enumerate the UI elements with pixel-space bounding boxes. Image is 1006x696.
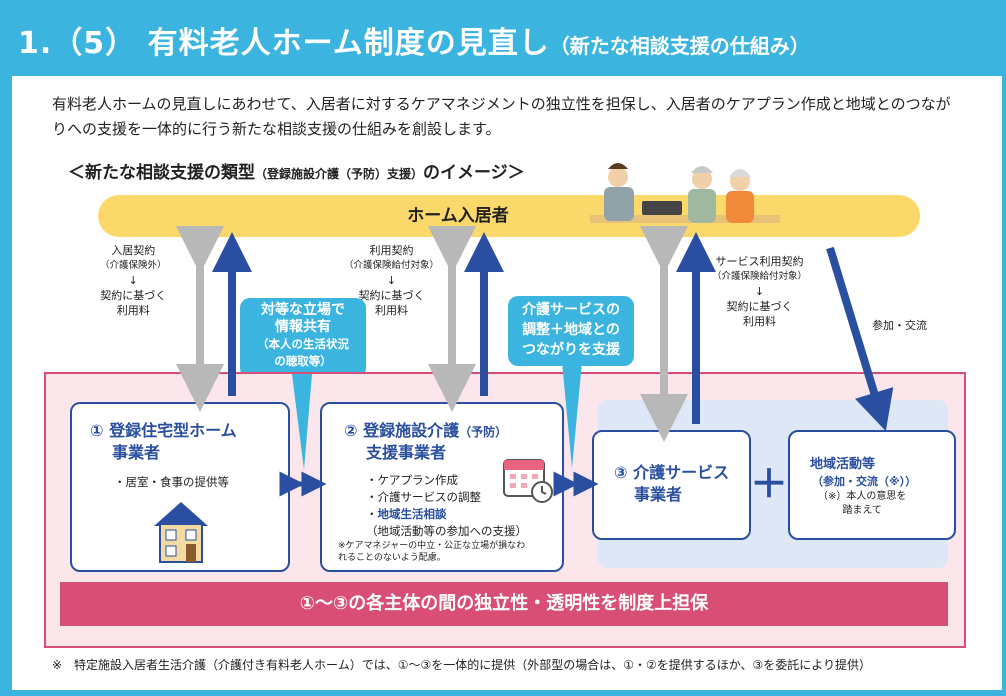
calendar-icon xyxy=(503,459,553,503)
participation-arrow xyxy=(826,246,894,432)
page-title: 1.（5） 有料老人ホーム制度の見直し（新たな相談支援の仕組み） xyxy=(18,26,810,61)
box3-title-line1: ③ 介護サービス xyxy=(614,463,730,482)
resident-bar: ホーム入居者 xyxy=(98,195,920,237)
contract-note-3: サービス利用契約（介護保険給付対象）↓契約に基づく利用料 xyxy=(712,255,808,328)
callout-info-sharing: 対等な立場で情報共有 （本人の生活状況の聴取等） xyxy=(240,298,366,378)
participation-note: 参加・交流 xyxy=(872,319,927,332)
callout-pointer-2 xyxy=(562,362,582,468)
plus-sign: ＋ xyxy=(750,462,789,506)
box2-title-line2: 支援事業者 xyxy=(366,443,447,462)
callout-service-coordination: 介護サービスの調整＋地域とのつながりを支援 xyxy=(508,296,634,366)
box1-title-line2: 事業者 xyxy=(112,443,161,462)
title-bar: 1.（5） 有料老人ホーム制度の見直し（新たな相談支援の仕組み） xyxy=(0,0,1006,76)
box1-title-line1: ① 登録住宅型ホーム xyxy=(90,421,237,440)
box4-title: 地域活動等 xyxy=(810,457,876,472)
box4-subtitle: （参加・交流（※）） xyxy=(812,475,917,488)
box-care-support-operator: ② 登録施設介護（予防） 支援事業者 ・ケアプラン作成 ・介護サービスの調整 ・… xyxy=(320,402,564,572)
contract-note-1: 入居契約（介護保険外）↓契約に基づく利用料 xyxy=(100,244,167,317)
residents-illustration xyxy=(590,163,780,223)
diagram-subheading: ＜新たな相談支援の類型（登録施設介護（予防）支援）のイメージ＞ xyxy=(68,163,525,183)
box4-note: （※）本人の意思を踏まえて xyxy=(818,491,907,516)
contract-note-2: 利用契約（介護保険給付対象）↓契約に基づく利用料 xyxy=(344,244,440,317)
resident-label: ホーム入居者 xyxy=(407,206,509,226)
box2-title-line1: ② 登録施設介護（予防） xyxy=(344,421,508,440)
independence-banner: ①～③の各主体の間の独立性・透明性を制度上担保 xyxy=(60,582,948,626)
box2-items: ・ケアプラン作成 ・介護サービスの調整 ・地域生活相談 （地域活動等の参加への支… xyxy=(366,473,527,538)
box2-note: ※ケアマネジャーの中立・公正な立場が損なわれることのないよう配慮。 xyxy=(338,541,526,563)
intro-text: 有料老人ホームの見直しにあわせて、入居者に対するケアマネジメントの独立性を担保し… xyxy=(52,95,951,138)
box1-item: ・居室・食事の提供等 xyxy=(114,475,229,489)
callout-pointer-1 xyxy=(292,374,312,470)
title-tab-corner xyxy=(880,0,1006,76)
footnote: ※ 特定施設入居者生活介護（介護付き有料老人ホーム）では、①～③を一体的に提供（… xyxy=(52,658,872,672)
box3-title-line2: 事業者 xyxy=(634,485,683,504)
house-icon xyxy=(154,502,208,563)
